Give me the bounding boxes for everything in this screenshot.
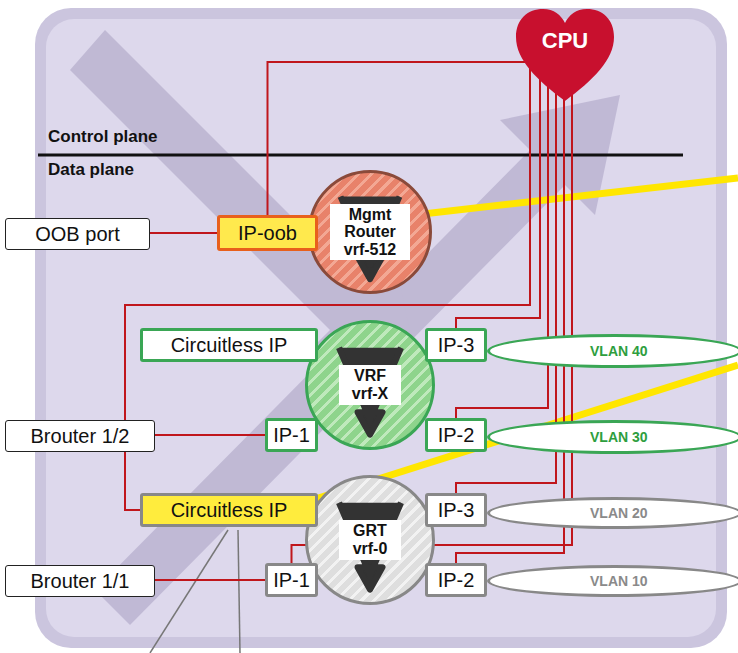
connector <box>456 56 540 329</box>
callout-tail <box>238 530 240 653</box>
background-arrows <box>70 30 620 625</box>
node-text: IP-1 <box>273 424 310 447</box>
node-text: VLAN 30 <box>590 429 648 445</box>
ip-interface-box: Circuitless IP <box>140 328 318 362</box>
node-text: IP-3 <box>438 334 475 357</box>
routing-arrows <box>339 503 401 590</box>
router-circle: VRF vrf-X <box>305 320 435 450</box>
node-text: VLAN 20 <box>590 505 648 521</box>
node-text: VLAN 40 <box>590 343 648 359</box>
router-circle: GRT vrf-0 <box>305 475 435 605</box>
node-text: CPU <box>542 28 588 54</box>
node-text: Mgmt Router vrf-512 <box>330 204 410 261</box>
callout-tail <box>150 530 228 653</box>
node-text: Circuitless IP <box>171 334 288 357</box>
ip-interface-box: IP-2 <box>425 418 487 452</box>
node-text: IP-2 <box>438 569 475 592</box>
plane-label: Data plane <box>48 160 134 180</box>
ip-interface-box: Circuitless IP <box>140 493 318 527</box>
connector <box>155 579 265 581</box>
port-box: Brouter 1/2 <box>5 420 155 452</box>
connector <box>155 434 265 436</box>
heart-outline <box>516 9 614 101</box>
vlan-ellipse: VLAN 20 <box>487 497 738 529</box>
node-text: VRF vrf-X <box>339 365 401 404</box>
node-text: Brouter 1/1 <box>31 570 130 593</box>
node-text: Circuitless IP <box>171 499 288 522</box>
cpu-heart: CPU <box>515 8 615 103</box>
node-text: IP-oob <box>238 222 297 245</box>
routing-arrows <box>339 348 401 435</box>
node-text: IP-1 <box>273 569 310 592</box>
vlan-ellipse: VLAN 40 <box>487 334 738 368</box>
ip-interface-box: IP-3 <box>425 493 487 527</box>
connector <box>150 232 217 234</box>
ip-interface-box: IP-1 <box>265 563 318 597</box>
heart-shape <box>515 8 615 103</box>
connector <box>456 56 564 564</box>
connector <box>125 56 530 511</box>
switch-inner <box>46 19 716 637</box>
port-box: OOB port <box>5 218 150 250</box>
router-circle: Mgmt Router vrf-512 <box>308 170 432 294</box>
node-text: Brouter 1/2 <box>31 425 130 448</box>
node-text: IP-3 <box>438 499 475 522</box>
vlan-ellipse: VLAN 30 <box>487 420 738 454</box>
node-text: GRT vrf-0 <box>339 520 401 559</box>
ip-interface-box: IP-oob <box>217 215 318 251</box>
ip-interface-box: IP-2 <box>425 563 487 597</box>
node-text: VLAN 10 <box>590 573 648 589</box>
ip-interface-box: IP-3 <box>425 328 487 362</box>
node-text: OOB port <box>35 223 119 246</box>
switch-housing <box>35 8 727 648</box>
port-box: Brouter 1/1 <box>5 565 155 597</box>
plane-separator <box>38 154 683 157</box>
plane-label: Control plane <box>48 127 158 147</box>
node-text: IP-2 <box>438 424 475 447</box>
vlan-ellipse: VLAN 10 <box>487 565 738 597</box>
ip-interface-box: IP-1 <box>265 418 318 452</box>
